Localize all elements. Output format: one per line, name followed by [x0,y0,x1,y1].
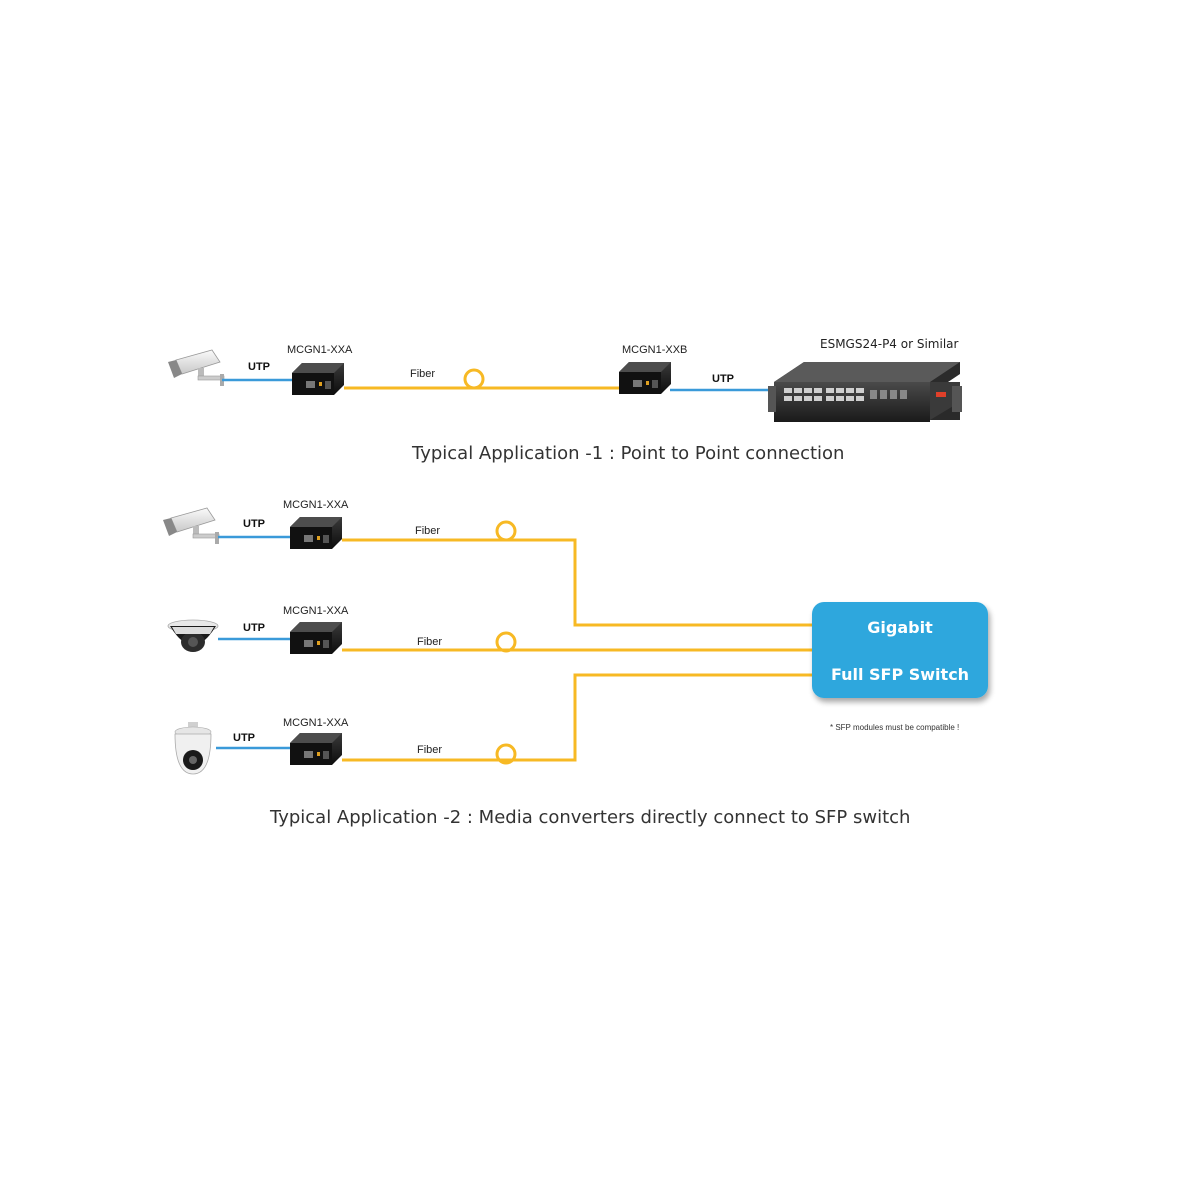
utp-label-left: UTP [248,361,270,373]
media-converter-row-2-icon [290,622,342,654]
converter-label-row-2: MCGN1-XXA [283,605,349,617]
media-converter-row-1-icon [290,517,342,549]
caption-application-1: Typical Application -1 : Point to Point … [411,443,844,464]
utp-label-row-2: UTP [243,622,265,634]
fiber-coil-row-2 [495,631,517,653]
switch-line-1: Gigabit [867,618,933,637]
fiber-label-row-3: Fiber [417,744,442,756]
media-converter-a-icon [292,363,344,395]
switch-model-label: ESMGS24-P4 or Similar [820,337,959,351]
sfp-switch-box [812,602,988,698]
application-2: UTP MCGN1-XXA Fiber UTP MCGN1-XXA Fiber [163,499,988,828]
fiber-coil-row-3 [495,743,517,765]
media-converter-b-icon [619,362,671,394]
converter-label-row-3: MCGN1-XXA [283,717,349,729]
fiber-label-row-2: Fiber [417,636,442,648]
fiber-coil [463,368,485,390]
fiber-coil-row-1 [495,520,517,542]
converter-label-row-1: MCGN1-XXA [283,499,349,511]
rack-switch-icon [768,362,962,422]
media-converter-row-3-icon [290,733,342,765]
converter-b-label: MCGN1-XXB [622,344,687,356]
box-camera-icon [163,507,220,544]
fiber-cable-row-1 [342,538,812,627]
switch-ports [784,388,907,401]
converter-a-label: MCGN1-XXA [287,344,353,356]
dome-camera-icon [167,619,219,652]
utp-label-row-3: UTP [233,732,255,744]
switch-line-2: Full SFP Switch [831,665,969,684]
fiber-cable-row-3 [342,673,812,762]
utp-label-right: UTP [712,373,734,385]
sfp-compat-note: * SFP modules must be compatible ! [830,723,959,732]
sfp-switch [812,602,988,698]
ptz-camera-icon [174,722,212,775]
fiber-label: Fiber [410,368,435,380]
box-camera-icon [168,349,225,386]
fiber-label-row-1: Fiber [415,525,440,537]
utp-label-row-1: UTP [243,518,265,530]
application-1: UTP MCGN1-XXA Fiber MCGN1-XXB UTP ESMGS2… [168,337,962,464]
caption-application-2: Typical Application -2 : Media converter… [269,807,910,828]
